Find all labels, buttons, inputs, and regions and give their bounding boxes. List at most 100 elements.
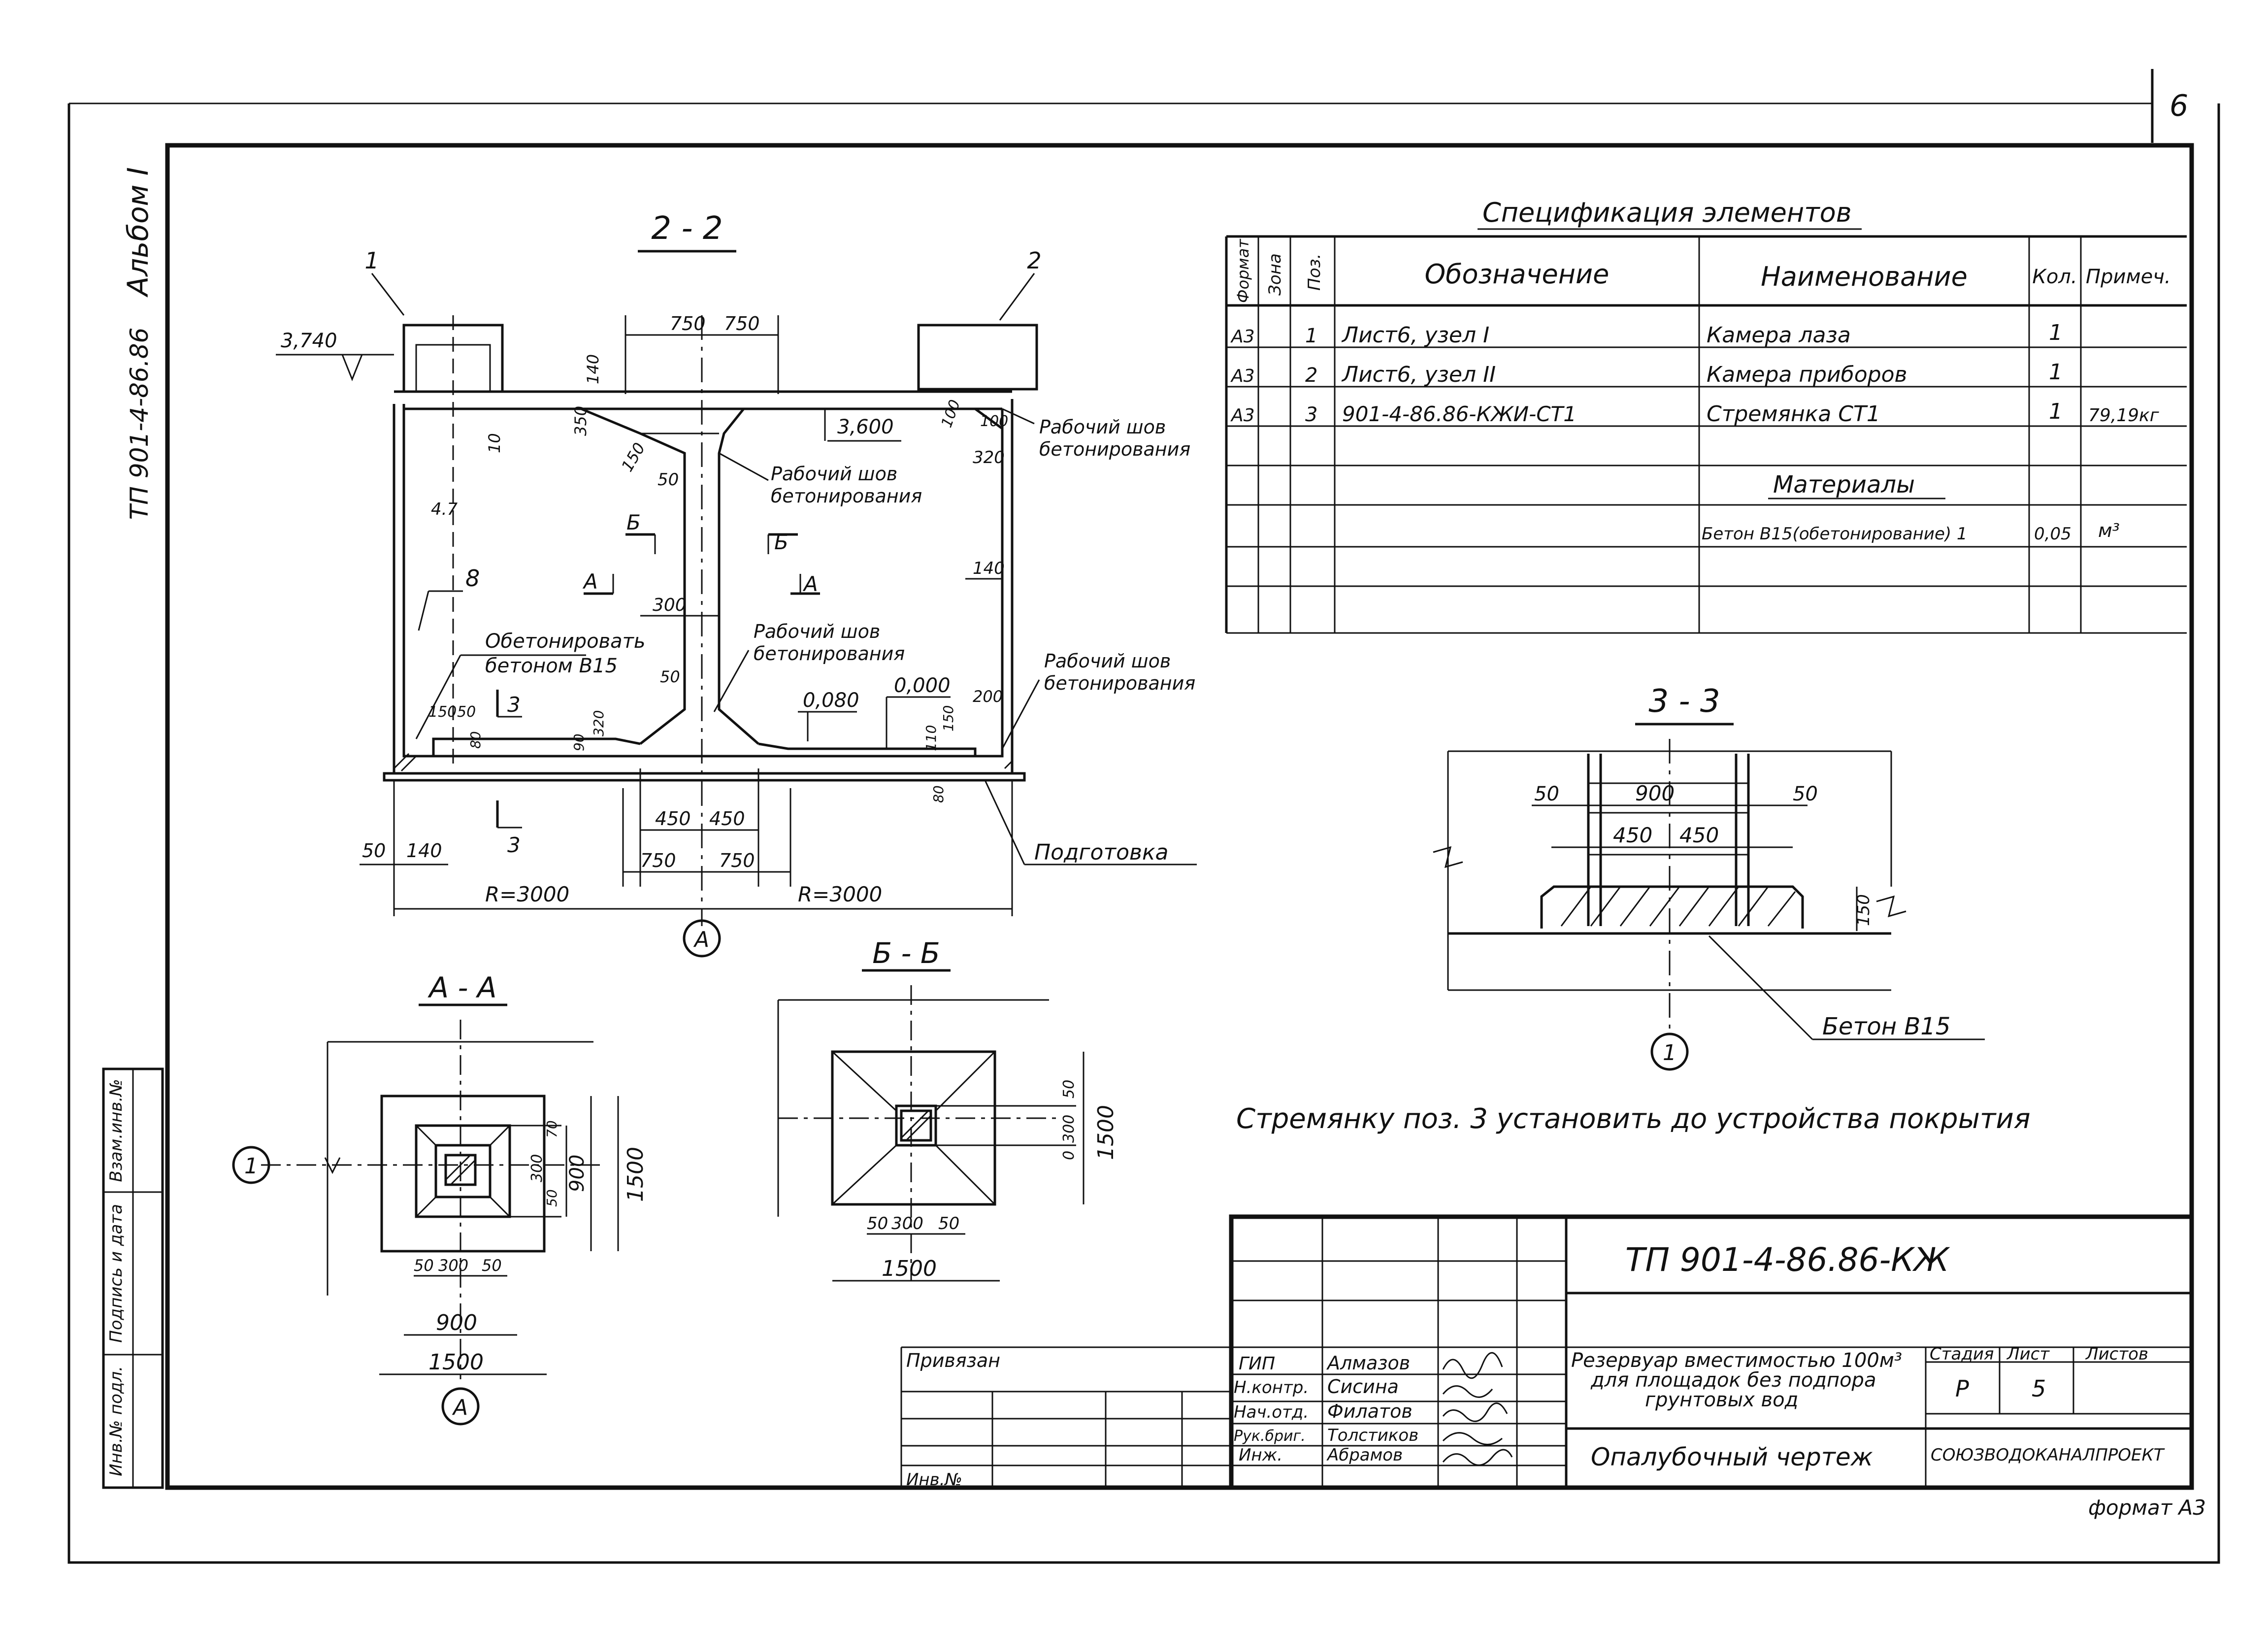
section-a-a: А - А 1 А 70 300 50 900 1500 50 300 5 (232, 971, 648, 1426)
spec-row3-designation: 901-4-86.86-КЖИ-СТ1 (1342, 402, 1577, 426)
seam-note-4b: бетонирования (1044, 672, 1195, 694)
dim-bb-v300: 300 (1060, 1115, 1078, 1143)
stamp-sign-date: Подпись и дата (106, 1204, 126, 1343)
section-3-3-title: 3 - 3 (1648, 683, 1720, 720)
prep-note: Подготовка (1034, 840, 1169, 865)
material-b15: Бетон В15 (1822, 1013, 1950, 1040)
installation-note: Стремянку поз. 3 установить до устройств… (1236, 1103, 2031, 1135)
section-a-a-title: А - А (427, 971, 496, 1004)
sheet-border: 6 (67, 69, 2220, 1564)
seam-note-2a: Рабочий шов (771, 463, 897, 485)
spec-row1-name: Камера лаза (1707, 323, 1851, 348)
title-project-3: грунтовых вод (1645, 1389, 1798, 1411)
dim-3-50-a: 50 (1534, 783, 1559, 805)
spec-row3-qty: 1 (2049, 399, 2063, 424)
dim-320-a: 320 (973, 448, 1005, 467)
axis-1-bubble-a-a: 1 (244, 1154, 258, 1179)
dim-320-b: 320 (591, 710, 607, 736)
seam-note-2b: бетонирования (771, 485, 922, 507)
dim-aa-70: 70 (544, 1120, 560, 1138)
dim-750-top-a: 750 (670, 313, 706, 334)
callout-1: 1 (364, 247, 379, 274)
spec-title: Спецификация элементов (1482, 197, 1852, 228)
spec-header-pos: Поз. (1305, 254, 1324, 291)
name-almazov: Алмазов (1326, 1352, 1410, 1374)
axis-a-bubble: А (693, 927, 709, 952)
album-label: Альбом I (121, 167, 155, 298)
callout-2: 2 (1027, 247, 1041, 274)
dim-aa-900v: 900 (566, 1155, 589, 1192)
seam-note-1b: бетонирования (1039, 438, 1190, 460)
dim-450-b: 450 (709, 808, 745, 830)
seam-note-4a: Рабочий шов (1044, 650, 1171, 672)
sheet-number: 6 (2169, 89, 2188, 123)
title-block: ТП 901-4-86.86-КЖ Резервуар вместимостью… (900, 1214, 2194, 1490)
cut-a-right: А (802, 572, 818, 596)
dim-aa-h300: 300 (438, 1256, 468, 1275)
dim-bb-h300: 300 (891, 1214, 923, 1233)
dim-150: 150 (618, 439, 649, 475)
spec-materials: Материалы (1773, 471, 1915, 499)
title-stage-value: Р (1955, 1375, 1969, 1402)
spec-header-zone: Зона (1265, 253, 1285, 296)
dim-4-7: 4.7 (431, 499, 458, 519)
title-org: СОЮЗВОДОКАНАЛПРОЕКТ (1931, 1445, 2165, 1465)
dim-aa-h900: 900 (436, 1310, 477, 1335)
level-0000: 0,000 (894, 674, 951, 697)
dim-bb-h50a: 50 (867, 1214, 888, 1233)
name-abramov: Абрамов (1326, 1445, 1403, 1465)
section-b-b: Б - Б 50 300 0 1500 50 300 50 1500 (777, 936, 1118, 1282)
format-label: формат А3 (2088, 1496, 2206, 1520)
role-nachotd: Нач.отд. (1234, 1402, 1309, 1422)
margin-labels: Альбом I ТП 901-4-86.86 (121, 167, 155, 520)
dim-90: 90 (571, 733, 587, 751)
spec-header-designation: Обозначение (1425, 259, 1610, 290)
dim-110: 110 (923, 725, 939, 751)
spec-row1-qty: 1 (2049, 320, 2063, 345)
title-drawing-name: Опалубочный чертеж (1591, 1443, 1873, 1471)
section-2-2: 2 - 2 (276, 210, 1197, 958)
name-tolstikov: Толстиков (1327, 1426, 1418, 1445)
title-project-1: Резервуар вместимостью 100м³ (1571, 1349, 1902, 1372)
section-2-2-title: 2 - 2 (651, 210, 723, 247)
seam-note-1a: Рабочий шов (1039, 416, 1166, 438)
spec-row3-name: Стремянка СТ1 (1707, 401, 1880, 427)
dim-aa-h50b: 50 (482, 1256, 502, 1275)
dim-350: 350 (571, 406, 590, 436)
spec-row3-pos: 3 (1305, 403, 1317, 426)
callout-8: 8 (465, 565, 480, 592)
radius-right: R=3000 (798, 882, 882, 906)
concrete-hatch (1560, 886, 1796, 927)
dim-150-c: 150 (940, 705, 956, 731)
role-rukbrig: Рук.бриг. (1234, 1428, 1306, 1445)
spec-row6-qty: 0,05 (2034, 524, 2071, 544)
dim-140-c: 140 (406, 840, 442, 862)
spec-row6-note: м³ (2098, 520, 2120, 541)
spec-header-note: Примеч. (2086, 266, 2171, 288)
level-3600: 3,600 (837, 416, 894, 438)
title-sheet-value: 5 (2032, 1375, 2046, 1402)
name-sisina: Сисина (1327, 1376, 1399, 1397)
spec-header-name: Наименование (1761, 261, 1968, 292)
cut-a-left: А (582, 569, 598, 594)
dim-10: 10 (485, 433, 504, 453)
axis-1-bubble-3-3: 1 (1663, 1040, 1676, 1065)
spec-row6-name: Бетон В15(обетонирование) 1 (1702, 524, 1968, 544)
cut-3-lower: 3 (507, 833, 521, 857)
dim-3-450-a: 450 (1613, 823, 1652, 847)
dim-aa-50: 50 (544, 1189, 560, 1207)
dim-aa-1500v: 1500 (623, 1147, 648, 1202)
title-code: ТП 901-4-86.86-КЖ (1625, 1241, 1950, 1279)
dim-bb-v0: 0 (1060, 1151, 1078, 1160)
axis-a-bubble-a-a: А (452, 1395, 468, 1420)
spec-row2-qty: 1 (2049, 360, 2063, 385)
dim-100-a: 100 (938, 398, 964, 430)
seam-note-3b: бетонирования (754, 643, 905, 665)
dim-140-a: 140 (584, 354, 602, 384)
dim-bb-v1500: 1500 (1093, 1105, 1118, 1160)
tank-structure (383, 315, 1038, 926)
side-stamp: Инв.№ подл. Подпись и дата Взам.инв.№ (102, 1067, 164, 1489)
spec-row2-name: Камера приборов (1707, 362, 1907, 387)
section-b-b-title: Б - Б (872, 936, 940, 970)
